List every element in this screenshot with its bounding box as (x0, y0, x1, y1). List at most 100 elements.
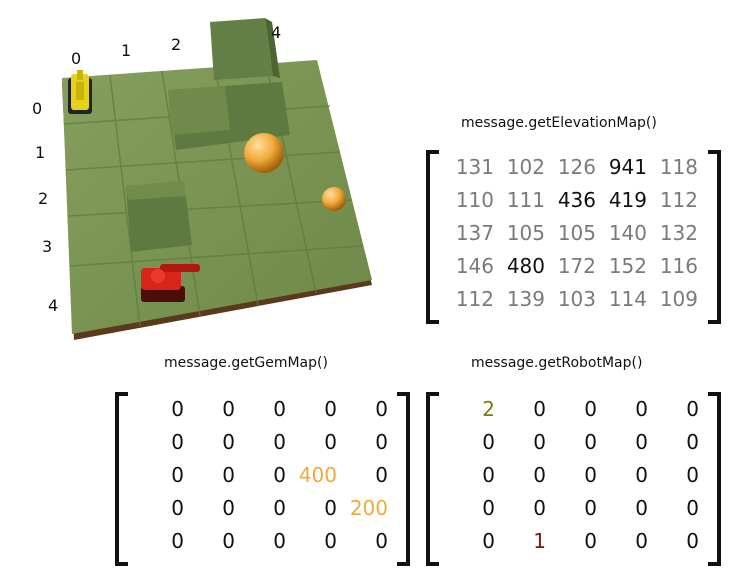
elevation-cell: 116 (659, 254, 698, 278)
robot-cell: 0 (635, 397, 648, 421)
robot-cell: 1 (533, 529, 546, 553)
elevation-cell: 131 (455, 155, 494, 179)
gem-cell: 0 (171, 496, 184, 520)
elevation-cell: 126 (557, 155, 596, 179)
gem-cell: 0 (273, 463, 286, 487)
elevation-block-tall (210, 18, 280, 80)
gem-cell: 0 (375, 529, 388, 553)
gem-cell: 0 (171, 430, 184, 454)
robot-cell: 0 (584, 463, 597, 487)
robot-cell: 0 (686, 496, 699, 520)
elevation-cell: 103 (557, 287, 596, 311)
gem-cell: 0 (324, 496, 337, 520)
robot-cell: 2 (482, 397, 495, 421)
robot-cell: 0 (584, 496, 597, 520)
robot-cell: 0 (482, 463, 495, 487)
row-label-3: 3 (42, 237, 53, 256)
elevation-cell: 112 (659, 188, 698, 212)
robot-cell: 0 (686, 529, 699, 553)
robot-cell: 0 (686, 463, 699, 487)
elevation-bracket-right (708, 150, 721, 324)
robot-cell: 0 (584, 397, 597, 421)
gem-large (244, 133, 284, 173)
robot-cell: 0 (635, 430, 648, 454)
gem-cell: 0 (171, 463, 184, 487)
gem-bracket-left (115, 392, 128, 566)
gem-cell: 0 (222, 397, 235, 421)
robot-cell: 0 (482, 430, 495, 454)
robot-cell: 0 (533, 430, 546, 454)
robot-cell: 0 (482, 529, 495, 553)
robot-cell: 0 (584, 430, 597, 454)
gem-cell: 400 (298, 463, 337, 487)
elevation-cell: 480 (506, 254, 545, 278)
robot-yellow-icon (68, 70, 92, 114)
col-label-2: 2 (171, 35, 182, 54)
elevation-cell: 109 (659, 287, 698, 311)
gem-cell: 0 (171, 529, 184, 553)
gem-cell: 0 (375, 463, 388, 487)
gem-cell: 0 (375, 397, 388, 421)
gem-cell: 0 (273, 397, 286, 421)
elevation-cell: 105 (506, 221, 545, 245)
robot-bracket-left (426, 392, 439, 566)
gem-cell: 0 (222, 529, 235, 553)
elevation-cell: 118 (659, 155, 698, 179)
robot-cell: 0 (635, 529, 648, 553)
elevation-cell: 102 (506, 155, 545, 179)
board-surface (62, 60, 372, 334)
robot-cell: 0 (686, 397, 699, 421)
elevation-cell: 172 (557, 254, 596, 278)
gem-cell: 0 (222, 463, 235, 487)
gem-cell: 0 (222, 496, 235, 520)
robot-cell: 0 (686, 430, 699, 454)
elevation-cell: 436 (557, 188, 596, 212)
elevation-cell: 110 (455, 188, 494, 212)
row-label-4: 4 (48, 296, 59, 315)
elevation-cell: 419 (608, 188, 647, 212)
game-board-illustration (62, 18, 372, 340)
col-label-0: 0 (71, 49, 82, 68)
elevation-cell: 132 (659, 221, 698, 245)
elevation-cell: 139 (506, 287, 545, 311)
gem-map-title: message.getGemMap() (164, 355, 328, 371)
gem-cell: 0 (324, 529, 337, 553)
elevation-block-low (126, 181, 192, 252)
gem-cell: 0 (273, 496, 286, 520)
robot-cell: 0 (584, 529, 597, 553)
elevation-cell: 112 (455, 287, 494, 311)
robot-cell: 0 (533, 496, 546, 520)
robot-bracket-right (708, 392, 721, 566)
elevation-cell: 140 (608, 221, 647, 245)
row-label-2: 2 (38, 189, 49, 208)
gem-cell: 200 (349, 496, 388, 520)
row-label-0: 0 (32, 99, 43, 118)
robot-cell: 0 (635, 496, 648, 520)
gem-cell: 0 (375, 430, 388, 454)
col-label-4: 4 (271, 23, 282, 42)
gem-cell: 0 (171, 397, 184, 421)
robot-cell: 0 (482, 496, 495, 520)
robot-red-icon (141, 264, 200, 302)
gem-cell: 0 (222, 430, 235, 454)
gem-cell: 0 (273, 430, 286, 454)
gem-cell: 0 (273, 529, 286, 553)
robot-cell: 0 (533, 463, 546, 487)
elevation-block-mid (168, 82, 290, 150)
elevation-cell: 152 (608, 254, 647, 278)
elevation-bracket-left (426, 150, 439, 324)
gem-bracket-right (397, 392, 410, 566)
robot-cell: 0 (635, 463, 648, 487)
col-label-1: 1 (121, 41, 132, 60)
elevation-cell: 114 (608, 287, 647, 311)
robot-map-title: message.getRobotMap() (471, 355, 643, 371)
gem-cell: 0 (324, 430, 337, 454)
elevation-cell: 105 (557, 221, 596, 245)
elevation-cell: 146 (455, 254, 494, 278)
elevation-cell: 941 (608, 155, 647, 179)
elevation-cell: 137 (455, 221, 494, 245)
elevation-cell: 111 (506, 188, 545, 212)
gem-small (322, 187, 346, 211)
row-label-1: 1 (35, 143, 46, 162)
robot-cell: 0 (533, 397, 546, 421)
